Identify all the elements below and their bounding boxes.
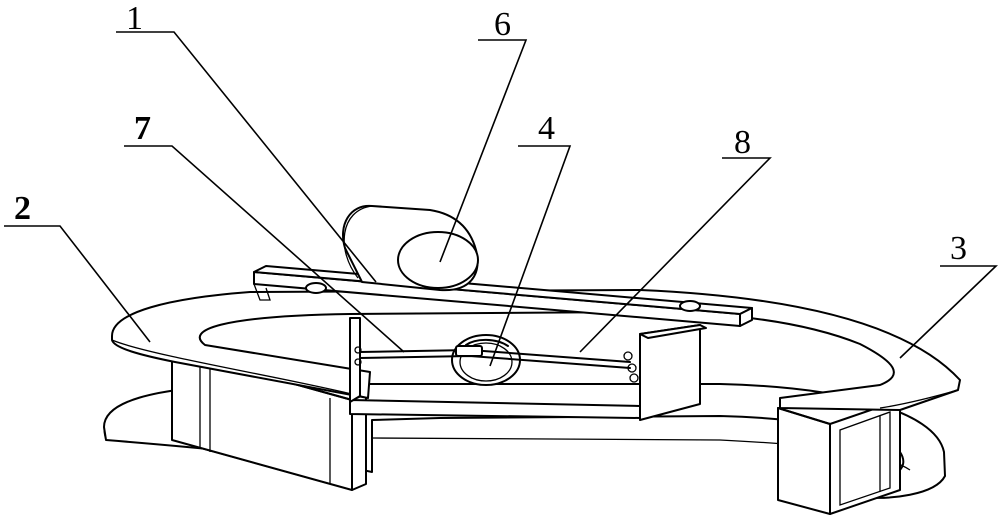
upper-horseshoe-plate [111,289,961,411]
link-rods [354,345,639,383]
motor-cylinder [342,204,479,292]
label-4: 4 [538,110,555,147]
label-1: 1 [126,0,143,37]
leader-lines [4,31,998,367]
center-ring [451,334,521,386]
label-2: 2 [14,190,31,227]
label-6: 6 [494,6,511,43]
right-lower-block [777,399,901,515]
label-3: 3 [950,230,967,267]
label-8: 8 [734,124,751,161]
right-clamp-block [639,324,707,421]
label-7: 7 [134,110,151,147]
